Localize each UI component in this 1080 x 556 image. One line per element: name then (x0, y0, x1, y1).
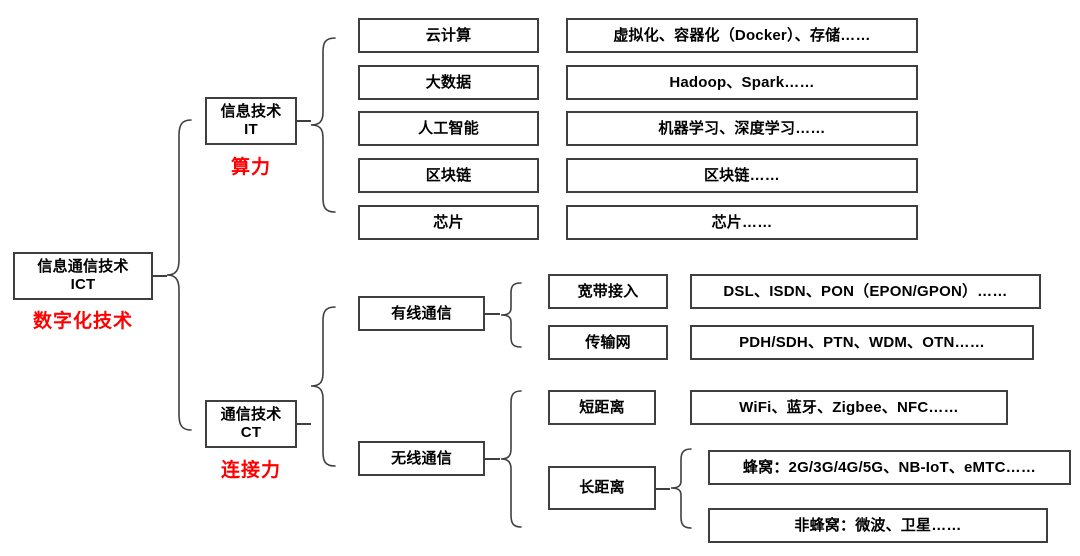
connector-long-to-brace (656, 488, 670, 490)
node-it-child-1: 大数据 (358, 65, 539, 100)
node-wireless-detail-short: WiFi、蓝牙、Zigbee、NFC…… (690, 390, 1008, 425)
node-long-detail-noncellular: 非蜂窝：微波、卫星…… (708, 508, 1048, 543)
node-branch-it-line2: IT (244, 121, 258, 138)
connector-root-to-main-brace (153, 275, 167, 277)
node-it-detail-4: 芯片…… (566, 205, 918, 240)
node-branch-ct: 通信技术 CT (205, 400, 297, 448)
brace-long-distance-details (670, 447, 692, 532)
it-red-caption: 算力 (230, 157, 271, 178)
node-branch-ct-line1: 通信技术 (220, 405, 282, 423)
node-it-detail-0: 虚拟化、容器化（Docker）、存储…… (566, 18, 918, 53)
brace-root-children (166, 118, 192, 432)
root-red-caption: 数字化技术 (32, 311, 133, 332)
node-it-child-0: 云计算 (358, 18, 539, 53)
node-it-detail-3: 区块链…… (566, 158, 918, 193)
node-branch-it-line1: 信息技术 (220, 102, 282, 120)
node-root-ict-line1: 信息通信技术 (37, 257, 129, 275)
node-it-detail-2: 机器学习、深度学习…… (566, 111, 918, 146)
node-wireless-sub-short: 短距离 (548, 390, 656, 425)
node-branch-it: 信息技术 IT (205, 97, 297, 145)
node-it-child-2: 人工智能 (358, 111, 539, 146)
ct-red-caption: 连接力 (220, 460, 281, 481)
node-branch-ct-line2: CT (240, 424, 262, 441)
connector-ct-to-brace (297, 423, 311, 425)
connector-it-to-brace (297, 120, 311, 122)
connector-wireless-to-brace (485, 458, 500, 460)
node-long-detail-cellular: 蜂窝：2G/3G/4G/5G、NB-IoT、eMTC…… (708, 450, 1071, 485)
node-wired-sub-1: 传输网 (548, 325, 668, 360)
node-it-child-4: 芯片 (358, 205, 539, 240)
connector-wired-to-brace (485, 313, 500, 315)
brace-wireless-children (500, 389, 522, 529)
node-wired-detail-1: PDH/SDH、PTN、WDM、OTN…… (690, 325, 1034, 360)
node-ct-child-wireless: 无线通信 (358, 441, 485, 476)
node-it-child-3: 区块链 (358, 158, 539, 193)
node-root-ict: 信息通信技术 ICT (13, 252, 153, 300)
node-it-detail-1: Hadoop、Spark…… (566, 65, 918, 100)
brace-ct-children (310, 305, 336, 470)
node-wired-detail-0: DSL、ISDN、PON（EPON/GPON）…… (690, 274, 1041, 309)
node-ct-child-wired: 有线通信 (358, 296, 485, 331)
node-wired-sub-0: 宽带接入 (548, 274, 668, 309)
node-wireless-sub-long: 长距离 (548, 466, 656, 510)
node-root-ict-line2: ICT (70, 276, 96, 293)
brace-wired-children (500, 281, 522, 349)
brace-it-children (310, 36, 336, 216)
